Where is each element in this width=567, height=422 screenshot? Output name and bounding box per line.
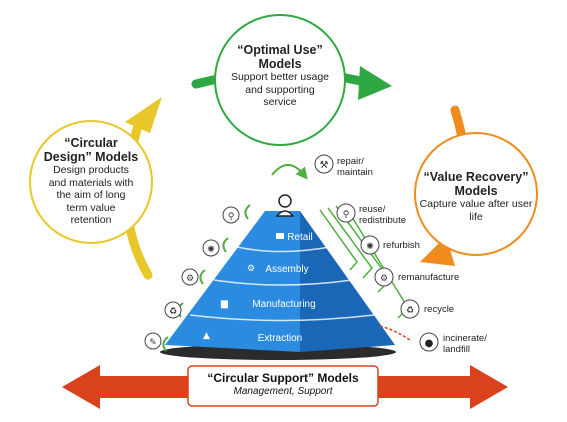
loop-line-reuse <box>319 209 358 271</box>
circular-design-title-1: “Circular <box>64 136 118 150</box>
value-recovery-text: “Value Recovery” Models Capture value af… <box>416 170 536 223</box>
assembly-tier-icon: ⚙ <box>247 264 255 274</box>
yellow-arrow-head <box>125 97 162 133</box>
label-refurbish: refurbish <box>383 240 420 251</box>
bicycle-icon: ⚲ <box>222 206 240 224</box>
optimal-use-desc-3: service <box>263 96 297 108</box>
loop-line-incinerate <box>379 325 411 341</box>
svg-text:⚲: ⚲ <box>343 210 350 220</box>
extraction-tier-icon: ▲ <box>203 331 210 341</box>
recycle-label-icon: ♻ <box>400 299 420 319</box>
tier-assembly: Assembly <box>265 264 309 275</box>
pyramid-band-2 <box>213 279 353 286</box>
manufacturing-tier-icon: ▆ <box>220 299 229 309</box>
optimal-use-title-1: “Optimal Use” <box>237 43 323 57</box>
loop-line-refurbish <box>327 207 373 279</box>
circular-design-desc-3: the aim of long <box>56 189 126 201</box>
circular-support-title: “Circular Support” Models <box>207 371 359 385</box>
incinerate-label-icon: ● <box>419 332 439 352</box>
remanufacture-icon: ⚙ <box>181 268 199 286</box>
label-recycle: recycle <box>424 304 455 315</box>
left-loop-arrow-2 <box>222 237 229 253</box>
circular-design-desc-5: retention <box>70 214 112 226</box>
circular-design-title-2: Design” Models <box>43 150 139 164</box>
optimal-use-text: “Optimal Use” Models Support better usag… <box>220 43 340 109</box>
optimal-use-title-2: Models <box>258 57 302 71</box>
fire-icon: ✎ <box>144 332 162 350</box>
tier-retail: Retail <box>287 232 313 243</box>
remanufacture-label-icon: ⚙ <box>374 267 394 287</box>
circular-design-desc-2: and materials with <box>48 176 134 189</box>
refurbish-icon: ✺ <box>202 239 220 257</box>
refurbish-label-icon: ✺ <box>360 235 380 255</box>
svg-text:⚙: ⚙ <box>380 274 388 284</box>
label-remanufacture: remanufacture <box>398 272 460 283</box>
user-icon <box>275 194 295 217</box>
svg-text:●: ● <box>425 338 434 349</box>
left-loop-arrow-3 <box>199 269 206 285</box>
svg-text:♻: ♻ <box>406 306 414 316</box>
label-incinerate: incinerate/landfill <box>443 333 487 355</box>
optimal-use-desc-2: and supporting <box>245 83 315 96</box>
value-recovery-desc-1: Capture value after user <box>419 198 533 210</box>
value-recovery-title-2: Models <box>454 184 498 198</box>
pyramid-band-1 <box>236 246 331 253</box>
value-recovery-circle <box>414 132 538 256</box>
circular-design-desc-1: Design products <box>53 164 129 176</box>
tier-extraction: Extraction <box>257 333 303 344</box>
green-arrow-head <box>358 66 392 100</box>
svg-text:⚙: ⚙ <box>186 274 194 284</box>
svg-text:⚲: ⚲ <box>228 212 235 222</box>
circular-design-text: “Circular Design” Models Design products… <box>36 136 146 227</box>
recycle-icon: ♻ <box>164 301 182 319</box>
svg-text:⚒: ⚒ <box>320 160 329 171</box>
value-recovery-title-1: “Value Recovery” <box>423 170 529 184</box>
repair-loop-arrow <box>271 164 308 180</box>
svg-text:✺: ✺ <box>366 242 374 252</box>
optimal-use-desc-1: Support better usage <box>230 71 330 83</box>
wrench-icon: ⚒ <box>314 154 334 174</box>
circular-design-circle <box>29 120 153 244</box>
svg-text:♻: ♻ <box>169 307 177 317</box>
pyramid-band-3 <box>189 314 375 322</box>
reuse-bicycle-icon: ⚲ <box>336 203 356 223</box>
retail-tier-icon <box>276 233 284 239</box>
optimal-use-circle <box>214 14 346 146</box>
circular-support-box <box>187 365 379 407</box>
left-loop-arrow-1 <box>244 204 251 220</box>
label-repair: repair/maintain <box>337 156 373 178</box>
label-reuse: reuse/redistribute <box>359 204 406 226</box>
circular-design-desc-4: term value <box>66 201 116 214</box>
svg-text:✺: ✺ <box>207 245 215 255</box>
circular-support-subtitle: Management, Support <box>233 386 333 397</box>
tier-manufacturing: Manufacturing <box>252 299 316 310</box>
svg-text:✎: ✎ <box>149 338 157 348</box>
value-recovery-desc-2: life <box>469 210 483 223</box>
left-loop-arrow-5 <box>162 336 169 352</box>
